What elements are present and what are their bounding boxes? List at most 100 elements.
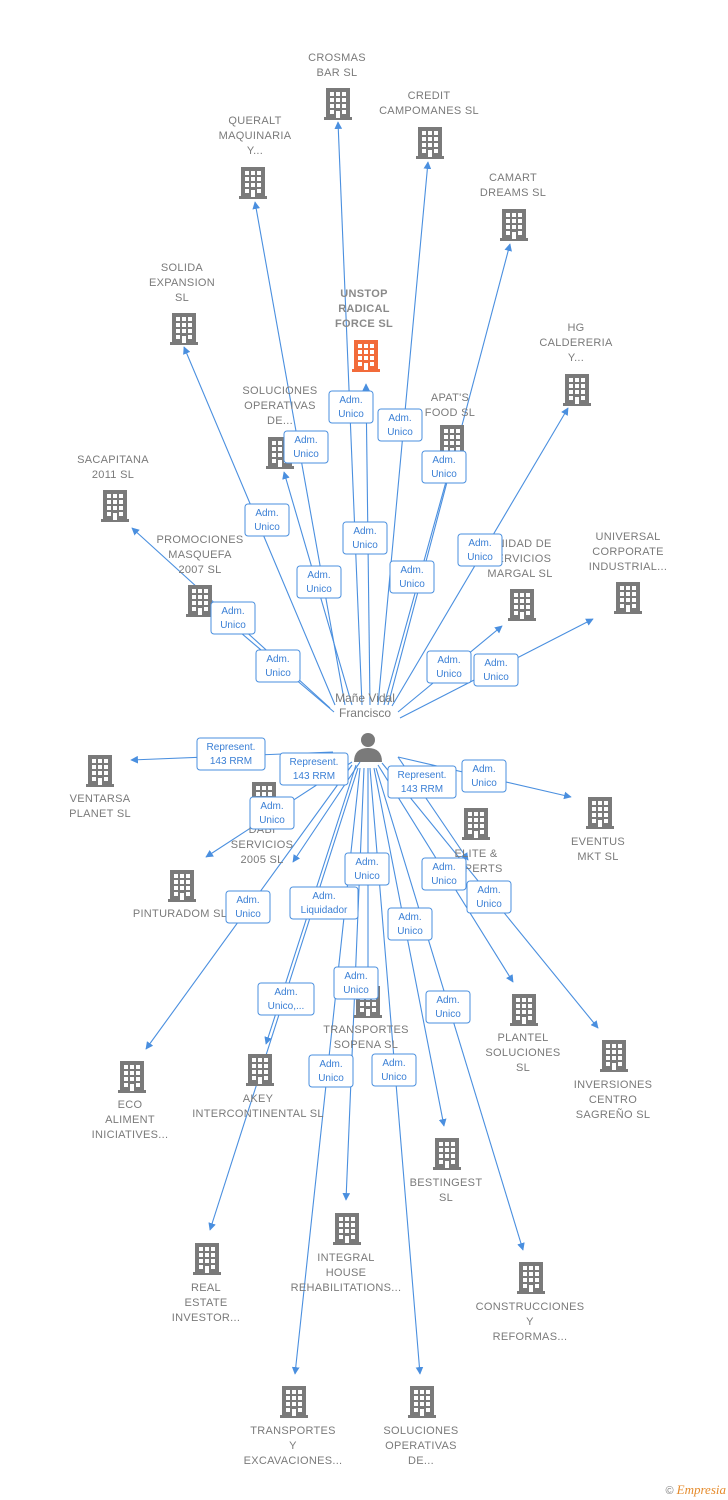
- relation-text: Liquidador: [301, 905, 348, 916]
- relation-label-crosmas[interactable]: Adm.Unico: [342, 521, 388, 555]
- relation-box: [421, 450, 467, 484]
- relation-label-unstop[interactable]: Adm.Unico: [328, 390, 374, 424]
- relation-text: Adm.: [236, 895, 259, 906]
- relation-label-solop1[interactable]: Adm.Unico: [283, 430, 329, 464]
- company-node-bestingest[interactable]: BESTINGEST SL: [410, 1138, 483, 1204]
- relation-label-dabi[interactable]: Represent.143 RRM: [279, 752, 349, 786]
- relation-label-dabi[interactable]: Adm.Unico: [249, 796, 295, 830]
- relation-box: [283, 430, 329, 464]
- relation-text: Adm.: [477, 885, 500, 896]
- relation-text: Adm.: [400, 565, 423, 576]
- company-label-line: 2007 SL: [178, 564, 221, 576]
- relation-label-transportes_exc[interactable]: Adm.Unico: [308, 1054, 354, 1088]
- company-label-line: EXPANSION: [149, 277, 215, 289]
- credit-footer[interactable]: © Empresia: [665, 1482, 726, 1498]
- relation-label-hg[interactable]: Adm.Unico: [457, 533, 503, 567]
- building-icon: [500, 209, 528, 241]
- relation-label-plantel[interactable]: Adm.Unico: [387, 907, 433, 941]
- company-label-line: RADICAL: [338, 303, 390, 315]
- building-icon: [586, 797, 614, 829]
- relation-text: Unico: [352, 540, 378, 551]
- company-label-line: CAMART: [489, 172, 537, 184]
- relation-label-credit[interactable]: Adm.Unico: [377, 408, 423, 442]
- relation-box: [296, 565, 342, 599]
- relation-label-pinturadom[interactable]: Adm.Liquidador: [289, 886, 359, 920]
- relation-text: Adm.: [266, 654, 289, 665]
- relation-text: Adm.: [355, 857, 378, 868]
- relation-label-promociones[interactable]: Adm.Unico: [255, 649, 301, 683]
- relation-text: Unico: [436, 669, 462, 680]
- relation-text: Adm.: [344, 971, 367, 982]
- relation-label-transportes_sopena[interactable]: Adm.Unico: [344, 852, 390, 886]
- company-label-line: ESTATE: [185, 1297, 228, 1309]
- company-label-line: FOOD SL: [425, 407, 475, 419]
- relation-label-ventarsa[interactable]: Represent.143 RRM: [196, 737, 266, 771]
- relation-text: Adm.: [388, 413, 411, 424]
- company-label-line: ALIMENT: [105, 1114, 155, 1126]
- company-label-line: OPERATIVAS: [385, 1440, 457, 1452]
- relation-label-inversiones[interactable]: Adm.Unico: [466, 880, 512, 914]
- company-label-line: UNSTOP: [340, 288, 387, 300]
- company-label-line: SOLUCIONES: [485, 1047, 560, 1059]
- company-label: PINTURADOM SL: [133, 908, 227, 920]
- company-label-line: SOPENA SL: [334, 1039, 398, 1051]
- relation-label-apats[interactable]: Adm.Unico: [421, 450, 467, 484]
- relation-label-solop2[interactable]: Adm.Unico: [371, 1053, 417, 1087]
- company-label-line: EVENTUS: [571, 836, 625, 848]
- company-label-line: SOLIDA: [161, 262, 204, 274]
- relation-text: Unico: [483, 672, 509, 683]
- relation-label-camart[interactable]: Adm.Unico: [389, 560, 435, 594]
- relation-text: Adm.: [382, 1058, 405, 1069]
- company-label-line: SL: [439, 1192, 453, 1204]
- company-label-line: Y: [526, 1316, 534, 1328]
- relation-label-elite[interactable]: Represent.143 RRM: [387, 765, 457, 799]
- relation-label-universal[interactable]: Adm.Unico: [473, 653, 519, 687]
- relation-label-eventus[interactable]: Adm.Unico: [461, 759, 507, 793]
- relation-label-akey[interactable]: Adm.Unico,...: [257, 982, 315, 1016]
- relation-label-solida[interactable]: Adm.Unico: [244, 503, 290, 537]
- relation-label-bestingest[interactable]: Adm.Unico: [425, 990, 471, 1024]
- relation-label-queralt[interactable]: Adm.Unico: [296, 565, 342, 599]
- relation-label-elite[interactable]: Adm.Unico: [421, 857, 467, 891]
- company-label-line: SACAPITANA: [77, 454, 149, 466]
- building-icon: [600, 1040, 628, 1072]
- relation-label-transportes_sopena[interactable]: Adm.Unico: [333, 966, 379, 1000]
- company-node-pinturadom[interactable]: PINTURADOM SL: [133, 870, 227, 920]
- company-label-line: BESTINGEST: [410, 1177, 483, 1189]
- relation-text: Unico: [435, 1009, 461, 1020]
- relation-label-sacapitana[interactable]: Adm.Unico: [210, 601, 256, 635]
- relation-label-eco[interactable]: Adm.Unico: [225, 890, 271, 924]
- relation-label-unidad[interactable]: Adm.Unico: [426, 650, 472, 684]
